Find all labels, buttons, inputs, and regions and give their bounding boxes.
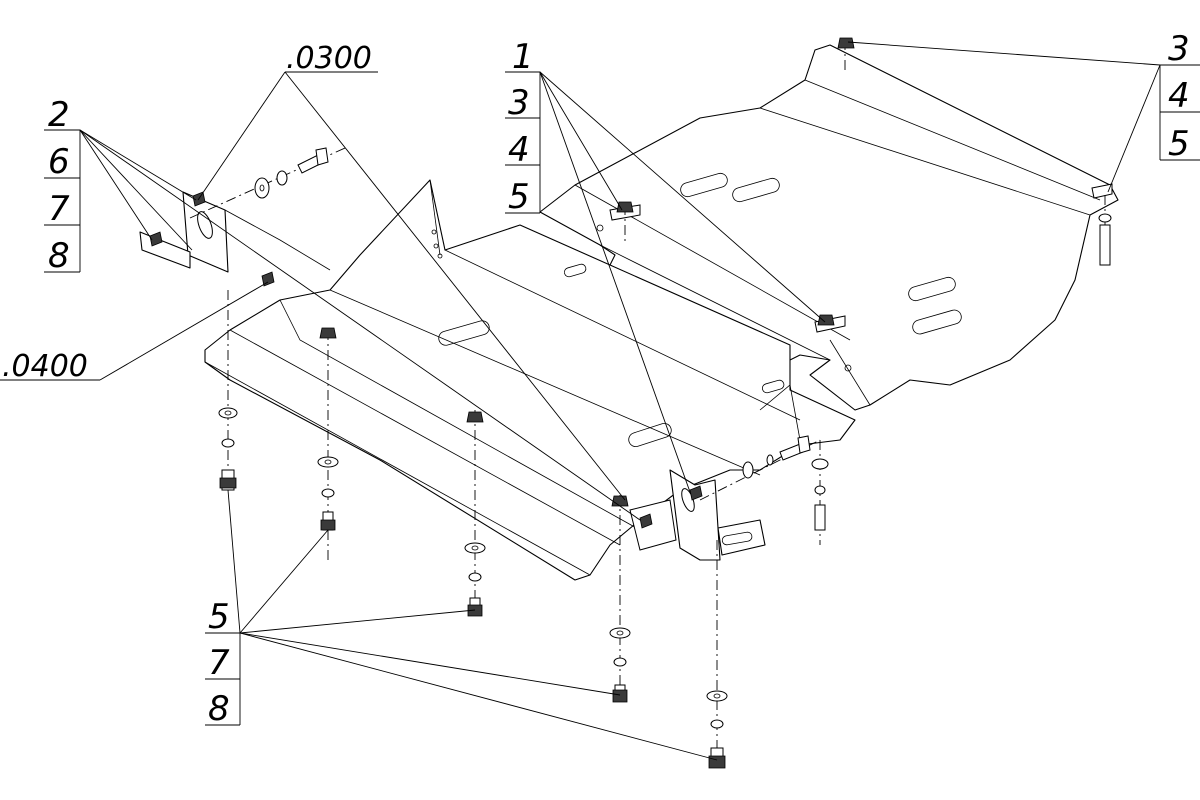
callout-0300: .0300 [286,41,372,76]
callout-left-2: 6 [48,142,70,182]
callout-left-4: 8 [48,236,70,276]
callout-top-center-4: 5 [508,177,530,217]
callout-top-center-1: 1 [512,37,534,77]
callout-top-right-1: 3 [1168,29,1190,69]
callout-bottom-2: 7 [208,643,230,683]
fasteners [149,37,1112,769]
callout-bottom-1: 5 [208,597,230,637]
callout-left-3: 7 [48,189,70,229]
leader-lines [0,41,1200,761]
callout-top-right-2: 4 [1168,76,1190,116]
callout-top-right-3: 5 [1168,124,1190,164]
callout-top-center-3: 4 [508,130,530,170]
callout-left-1: 2 [48,95,70,135]
callout-bottom-3: 8 [208,689,230,729]
callout-labels: .0300 .0400 2 6 7 8 1 3 4 5 3 4 5 5 7 8 [2,29,1190,729]
callout-top-center-2: 3 [508,83,530,123]
callout-0400: .0400 [2,349,88,384]
